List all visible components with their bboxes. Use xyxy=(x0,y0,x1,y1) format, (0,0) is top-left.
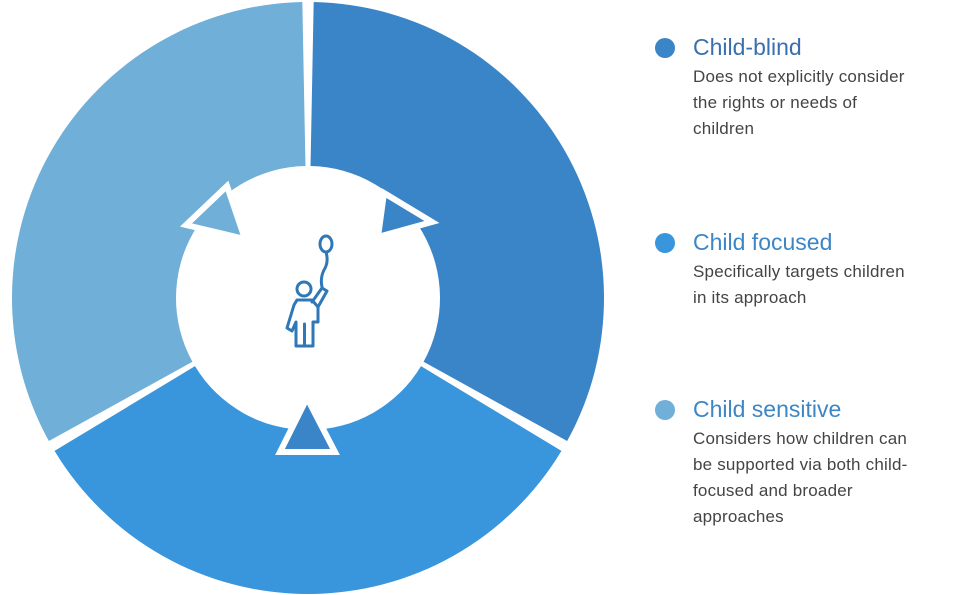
legend-description-child-blind: Does not explicitly consider the rights … xyxy=(693,64,975,142)
ring-segment-child-blind xyxy=(310,2,604,442)
description-line: Does not explicitly consider xyxy=(693,67,905,86)
description-line: children xyxy=(693,119,755,138)
child-with-balloon-icon xyxy=(285,234,334,348)
arrow-to-child-blind xyxy=(374,188,440,242)
description-line: Considers how children can xyxy=(693,429,908,448)
description-line: be supported via both child- xyxy=(693,455,908,474)
legend-description-child-sensitive: Considers how children can be supported … xyxy=(693,426,975,530)
legend-description-child-focused: Specifically targets children in its app… xyxy=(693,259,975,311)
description-line: approaches xyxy=(693,507,784,526)
description-line: the rights or needs of xyxy=(693,93,858,112)
legend-title-child-blind: Child-blind xyxy=(693,34,802,60)
arrow-to-child-sensitive xyxy=(179,180,250,244)
legend-title-child-sensitive: Child sensitive xyxy=(693,396,842,422)
description-line: in its approach xyxy=(693,288,807,307)
legend-title-child-focused: Child focused xyxy=(693,229,833,255)
ring-segment-child-sensitive xyxy=(12,2,306,442)
cycle-diagram xyxy=(12,2,604,595)
legend-dot-child-sensitive xyxy=(655,400,675,420)
description-line: Specifically targets children xyxy=(693,262,905,281)
ring-segment-child-focused xyxy=(54,366,562,595)
legend-dot-child-focused xyxy=(655,233,675,253)
description-line: focused and broader xyxy=(693,481,853,500)
legend-dot-child-blind xyxy=(655,38,675,58)
arrow-to-child-focused xyxy=(275,391,340,455)
